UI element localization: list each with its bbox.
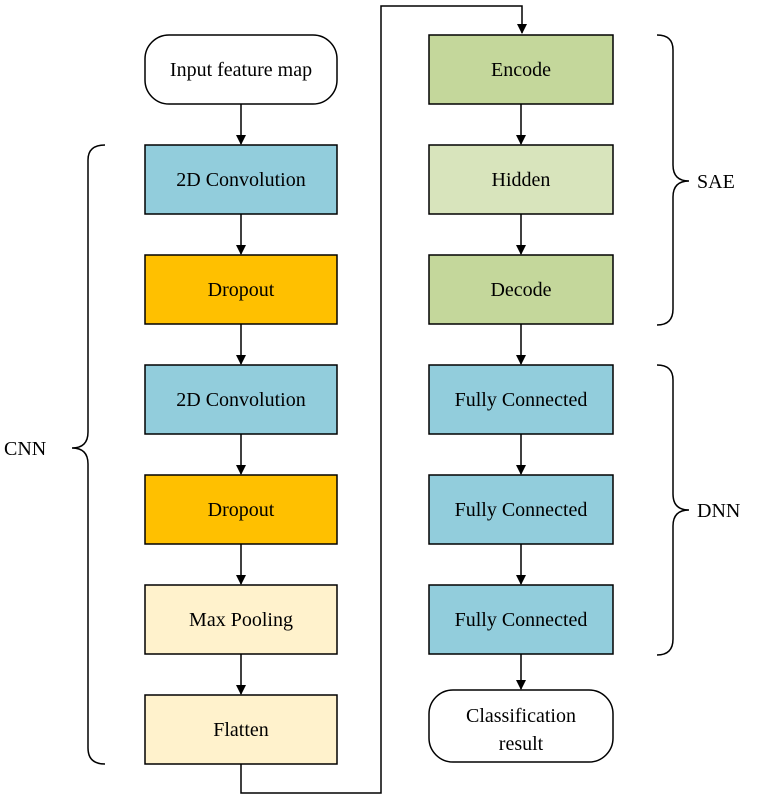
conv2-node-label: 2D Convolution <box>176 389 305 411</box>
node-flatten: Flatten <box>144 694 338 765</box>
decode-node-label: Decode <box>490 279 551 301</box>
fc1-node-label: Fully Connected <box>455 389 588 411</box>
fc3-node-shape <box>428 584 614 655</box>
node-input: Input feature map <box>144 34 338 105</box>
conv1-node-shape <box>144 144 338 215</box>
fc2-node-shape <box>428 474 614 545</box>
node-fc2: Fully Connected <box>428 474 614 545</box>
sae-brace <box>656 34 690 326</box>
dropout1-node-label: Dropout <box>208 279 275 301</box>
dnn-group-label: DNN <box>697 500 740 522</box>
maxpool-node-label: Max Pooling <box>189 609 293 631</box>
result-node-label-line2: result <box>499 733 544 755</box>
node-conv1: 2D Convolution <box>144 144 338 215</box>
hidden-node-shape <box>428 144 614 215</box>
input-node-label: Input feature map <box>170 59 312 81</box>
dropout2-node-label: Dropout <box>208 499 275 521</box>
node-hidden: Hidden <box>428 144 614 215</box>
fc1-node-shape <box>428 364 614 435</box>
encode-node-label: Encode <box>491 59 551 81</box>
connector-flatten-to-encode <box>240 5 527 794</box>
result-node-label-line1: Classification <box>466 705 576 727</box>
conv1-node-label: 2D Convolution <box>176 169 305 191</box>
node-conv2: 2D Convolution <box>144 364 338 435</box>
conv2-node-shape <box>144 364 338 435</box>
node-dropout2: Dropout <box>144 474 338 545</box>
node-maxpool: Max Pooling <box>144 584 338 655</box>
node-result: Classification result <box>428 689 614 763</box>
node-fc3: Fully Connected <box>428 584 614 655</box>
dropout1-node-shape <box>144 254 338 325</box>
dnn-brace <box>656 364 690 656</box>
node-encode: Encode <box>428 34 614 105</box>
flatten-node-label: Flatten <box>213 719 269 741</box>
node-dropout1: Dropout <box>144 254 338 325</box>
node-decode: Decode <box>428 254 614 325</box>
hidden-node-label: Hidden <box>492 169 551 191</box>
sae-group-label: SAE <box>697 171 735 193</box>
fc3-node-label: Fully Connected <box>455 609 588 631</box>
cnn-group-label: CNN <box>4 438 46 460</box>
node-fc1: Fully Connected <box>428 364 614 435</box>
decode-node-shape <box>428 254 614 325</box>
fc2-node-label: Fully Connected <box>455 499 588 521</box>
result-node-shape <box>428 689 614 763</box>
encode-node-shape <box>428 34 614 105</box>
cnn-brace <box>71 144 106 765</box>
